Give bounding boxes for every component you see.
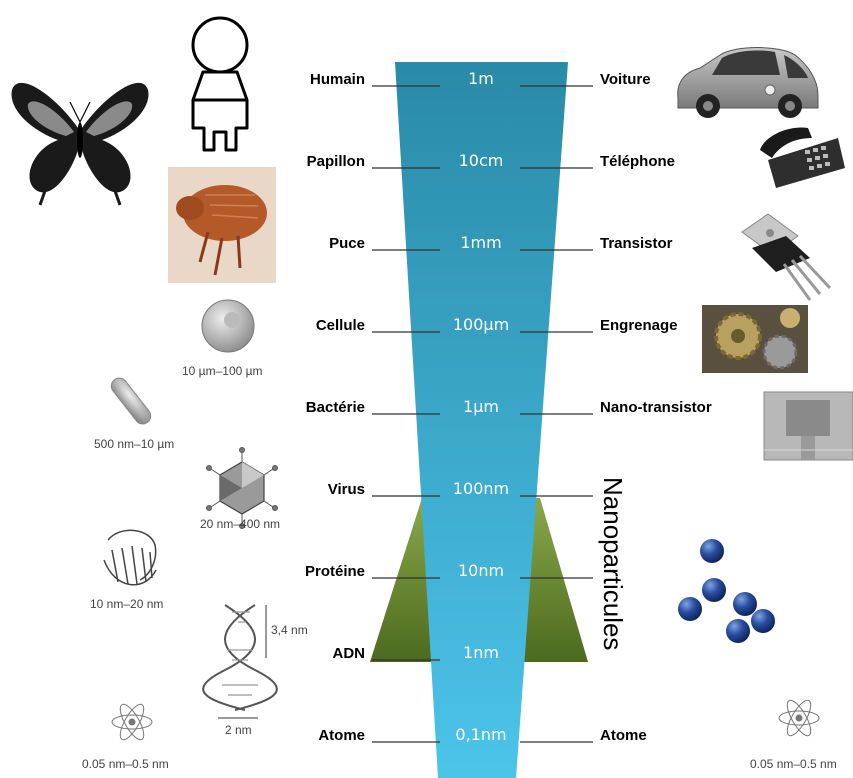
nano-transistor-icon bbox=[763, 391, 853, 461]
caption-dna-pitch: 3,4 nm bbox=[271, 623, 308, 637]
flea-icon bbox=[168, 167, 276, 283]
level-label-left: Protéine bbox=[305, 563, 365, 580]
human-outline-icon bbox=[191, 16, 249, 152]
scale-value: 0,1nm bbox=[455, 725, 506, 744]
level-label-right: Engrenage bbox=[600, 317, 678, 334]
scale-value: 1µm bbox=[463, 397, 499, 416]
cell-icon bbox=[201, 299, 255, 353]
protein-icon bbox=[103, 529, 157, 586]
level-label-left: Humain bbox=[310, 71, 365, 88]
bacteria-icon bbox=[110, 377, 152, 425]
level-label-left: Puce bbox=[329, 235, 365, 252]
level-label-right: Téléphone bbox=[600, 153, 675, 170]
butterfly-icon bbox=[11, 82, 149, 206]
level-label-left: Papillon bbox=[307, 153, 365, 170]
level-label-right: Nano-transistor bbox=[600, 399, 712, 416]
scale-value: 10cm bbox=[459, 151, 504, 170]
virus-icon bbox=[206, 447, 278, 529]
level-label-left: Virus bbox=[328, 481, 365, 498]
nanoparticles-icon bbox=[678, 539, 775, 643]
level-label-left: ADN bbox=[333, 645, 366, 662]
transistor-icon bbox=[741, 213, 832, 301]
nano-label: Nanoparticules bbox=[598, 477, 628, 650]
caption-virus: 20 nm–400 nm bbox=[200, 517, 280, 531]
scale-value: 1nm bbox=[463, 643, 499, 662]
caption-bacteria: 500 nm–10 µm bbox=[94, 437, 174, 451]
dna-icon bbox=[202, 604, 278, 719]
level-label-right: Voiture bbox=[600, 71, 651, 88]
level-label-left: Cellule bbox=[316, 317, 365, 334]
atom-right-icon bbox=[778, 699, 820, 737]
scale-value: 1m bbox=[468, 69, 494, 88]
caption-cell: 10 µm–100 µm bbox=[182, 364, 263, 378]
level-label-right: Atome bbox=[600, 727, 647, 744]
caption-dna-width: 2 nm bbox=[225, 723, 252, 737]
gears-icon bbox=[702, 305, 808, 373]
level-label-left: Bactérie bbox=[306, 399, 365, 416]
atom-icon bbox=[111, 703, 153, 741]
scale-value: 100µm bbox=[453, 315, 509, 334]
level-label-left: Atome bbox=[318, 727, 365, 744]
scale-value: 100nm bbox=[453, 479, 509, 498]
scale-value: 10nm bbox=[458, 561, 504, 580]
caption-atom-right: 0.05 nm–0.5 nm bbox=[750, 757, 837, 771]
caption-atom-left: 0.05 nm–0.5 nm bbox=[82, 757, 169, 771]
car-icon bbox=[677, 47, 819, 118]
caption-protein: 10 nm–20 nm bbox=[90, 597, 163, 611]
phone-icon bbox=[760, 127, 845, 188]
scale-value: 1mm bbox=[460, 233, 501, 252]
scale-funnel bbox=[395, 62, 568, 778]
level-label-right: Transistor bbox=[600, 235, 673, 252]
